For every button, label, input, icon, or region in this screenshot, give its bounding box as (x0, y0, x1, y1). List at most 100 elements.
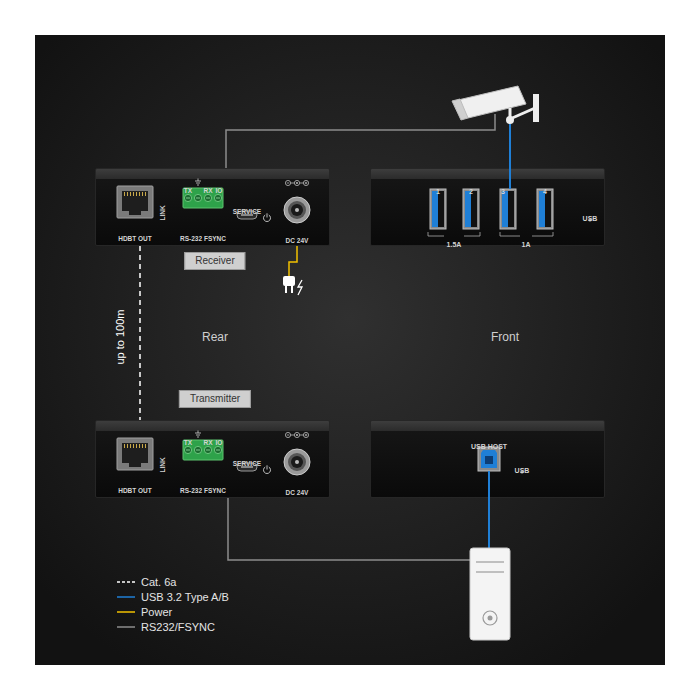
port-label: HDBT OUT (118, 236, 152, 243)
usb-b-port (478, 447, 500, 471)
plug-bolt (298, 280, 302, 295)
terminal-screw (184, 194, 191, 201)
port-label: TX (184, 440, 192, 447)
polarity-symbol (296, 182, 298, 184)
power-symbol (267, 465, 268, 469)
terminal-block (183, 440, 223, 460)
polarity-symbol (305, 435, 307, 436)
usb-b-tongue (485, 456, 493, 464)
port-label: TX (184, 188, 192, 195)
rj45-pin (124, 192, 125, 196)
plug-body (283, 276, 295, 286)
panel-art (95, 168, 330, 246)
usb-a-socket (465, 191, 477, 227)
port-label: DC 24V (286, 490, 309, 497)
rj45-socket (122, 443, 148, 463)
power-button-dot (488, 616, 493, 621)
usb-a-tongue (539, 191, 545, 227)
terminal-screw (184, 446, 191, 453)
legend-text: Power (141, 607, 172, 618)
port-label: SERVICE (233, 209, 261, 216)
drive-bay (476, 571, 504, 572)
rj45-tab (129, 211, 141, 215)
cable-connector (139, 246, 141, 420)
usb-a-socket (539, 191, 551, 227)
legend-swatch-box (116, 608, 136, 616)
legend-swatch-box (116, 593, 136, 601)
legend-text: USB 3.2 Type A/B (141, 592, 229, 603)
tag-label: Transmitter (190, 394, 240, 404)
usb-wire (509, 124, 511, 168)
ground-symbol (196, 183, 200, 184)
polarity-symbol (294, 180, 299, 185)
usb-a-tongue (432, 191, 438, 227)
port-label: USB (515, 467, 530, 474)
port-label: DC 24V (286, 238, 309, 245)
dc-jack (284, 449, 310, 475)
rj45-pin (130, 444, 131, 448)
dc-jack (284, 197, 310, 223)
device-tag: Receiver (184, 252, 245, 270)
power-symbol (267, 213, 268, 217)
terminal-screw (204, 446, 211, 453)
usb-a-port (463, 189, 479, 229)
port-label: SERVICE (233, 461, 261, 468)
current-bracket (428, 232, 480, 236)
camera-body (458, 86, 526, 118)
polarity-symbol (296, 434, 298, 436)
screw-slot (186, 450, 190, 451)
dc-jack-pin (295, 460, 299, 464)
plug-prong (285, 286, 287, 293)
port-label: IO (216, 440, 223, 447)
legend-text: RS232/FSYNC (141, 622, 215, 633)
power-button (483, 611, 497, 625)
port-label: RX (203, 188, 212, 195)
dc-jack-pin (295, 208, 299, 212)
polarity-symbol (285, 180, 290, 185)
usb-a-tongue (502, 191, 508, 227)
device-panel: HDBT OUTLINKTXRXIORS-232 FSYNCSERVICEDC … (95, 420, 330, 498)
rj45-port (117, 438, 153, 470)
device-panel: USB HOST USB (370, 420, 605, 498)
port-label: 1.5A (447, 241, 462, 248)
tag-label: Receiver (195, 256, 234, 266)
rj45-pin (133, 192, 134, 196)
dc-jack-ring (288, 453, 306, 471)
screw-slot (206, 198, 210, 199)
polarity-symbol (294, 432, 299, 437)
terminal-screw (194, 194, 201, 201)
polarity-symbol (285, 432, 290, 437)
legend-entry: Cat. 6a (116, 575, 176, 589)
rj45-pin (136, 444, 137, 448)
rj45-port (117, 186, 153, 218)
screw-slot (186, 198, 190, 199)
screw-slot (216, 198, 220, 199)
dc-jack-ring (288, 201, 306, 219)
edge-label: up to 100m (115, 309, 126, 364)
view-label: Front (491, 331, 519, 343)
rj45-pin (139, 444, 140, 448)
usb-wire (488, 498, 490, 548)
dc-jack-hole (291, 204, 303, 216)
rj45-pin (136, 192, 137, 196)
usb-a-tongue (465, 191, 471, 227)
usb-a-port (430, 189, 446, 229)
rj45-pin (139, 192, 140, 196)
rj45-pin (127, 192, 128, 196)
usb-a-socket (502, 191, 514, 227)
camera-joint (506, 116, 514, 124)
legend-entry: USB 3.2 Type A/B (116, 590, 229, 604)
legend-swatch (117, 581, 135, 583)
legend-swatch (117, 596, 135, 598)
drive-bay (476, 561, 504, 562)
polarity-symbol (300, 183, 304, 184)
screw-slot (196, 450, 200, 451)
port-label: USB HOST (471, 443, 507, 450)
legend-swatch-box (116, 623, 136, 631)
polarity-symbol (305, 183, 307, 184)
polarity-symbol (300, 435, 304, 436)
port-label: RS-232 FSYNC (180, 488, 226, 495)
device-panel: HDBT OUTLINKTXRXIORS-232 FSYNCSERVICEDC … (95, 168, 330, 246)
terminal-screw (214, 194, 221, 201)
